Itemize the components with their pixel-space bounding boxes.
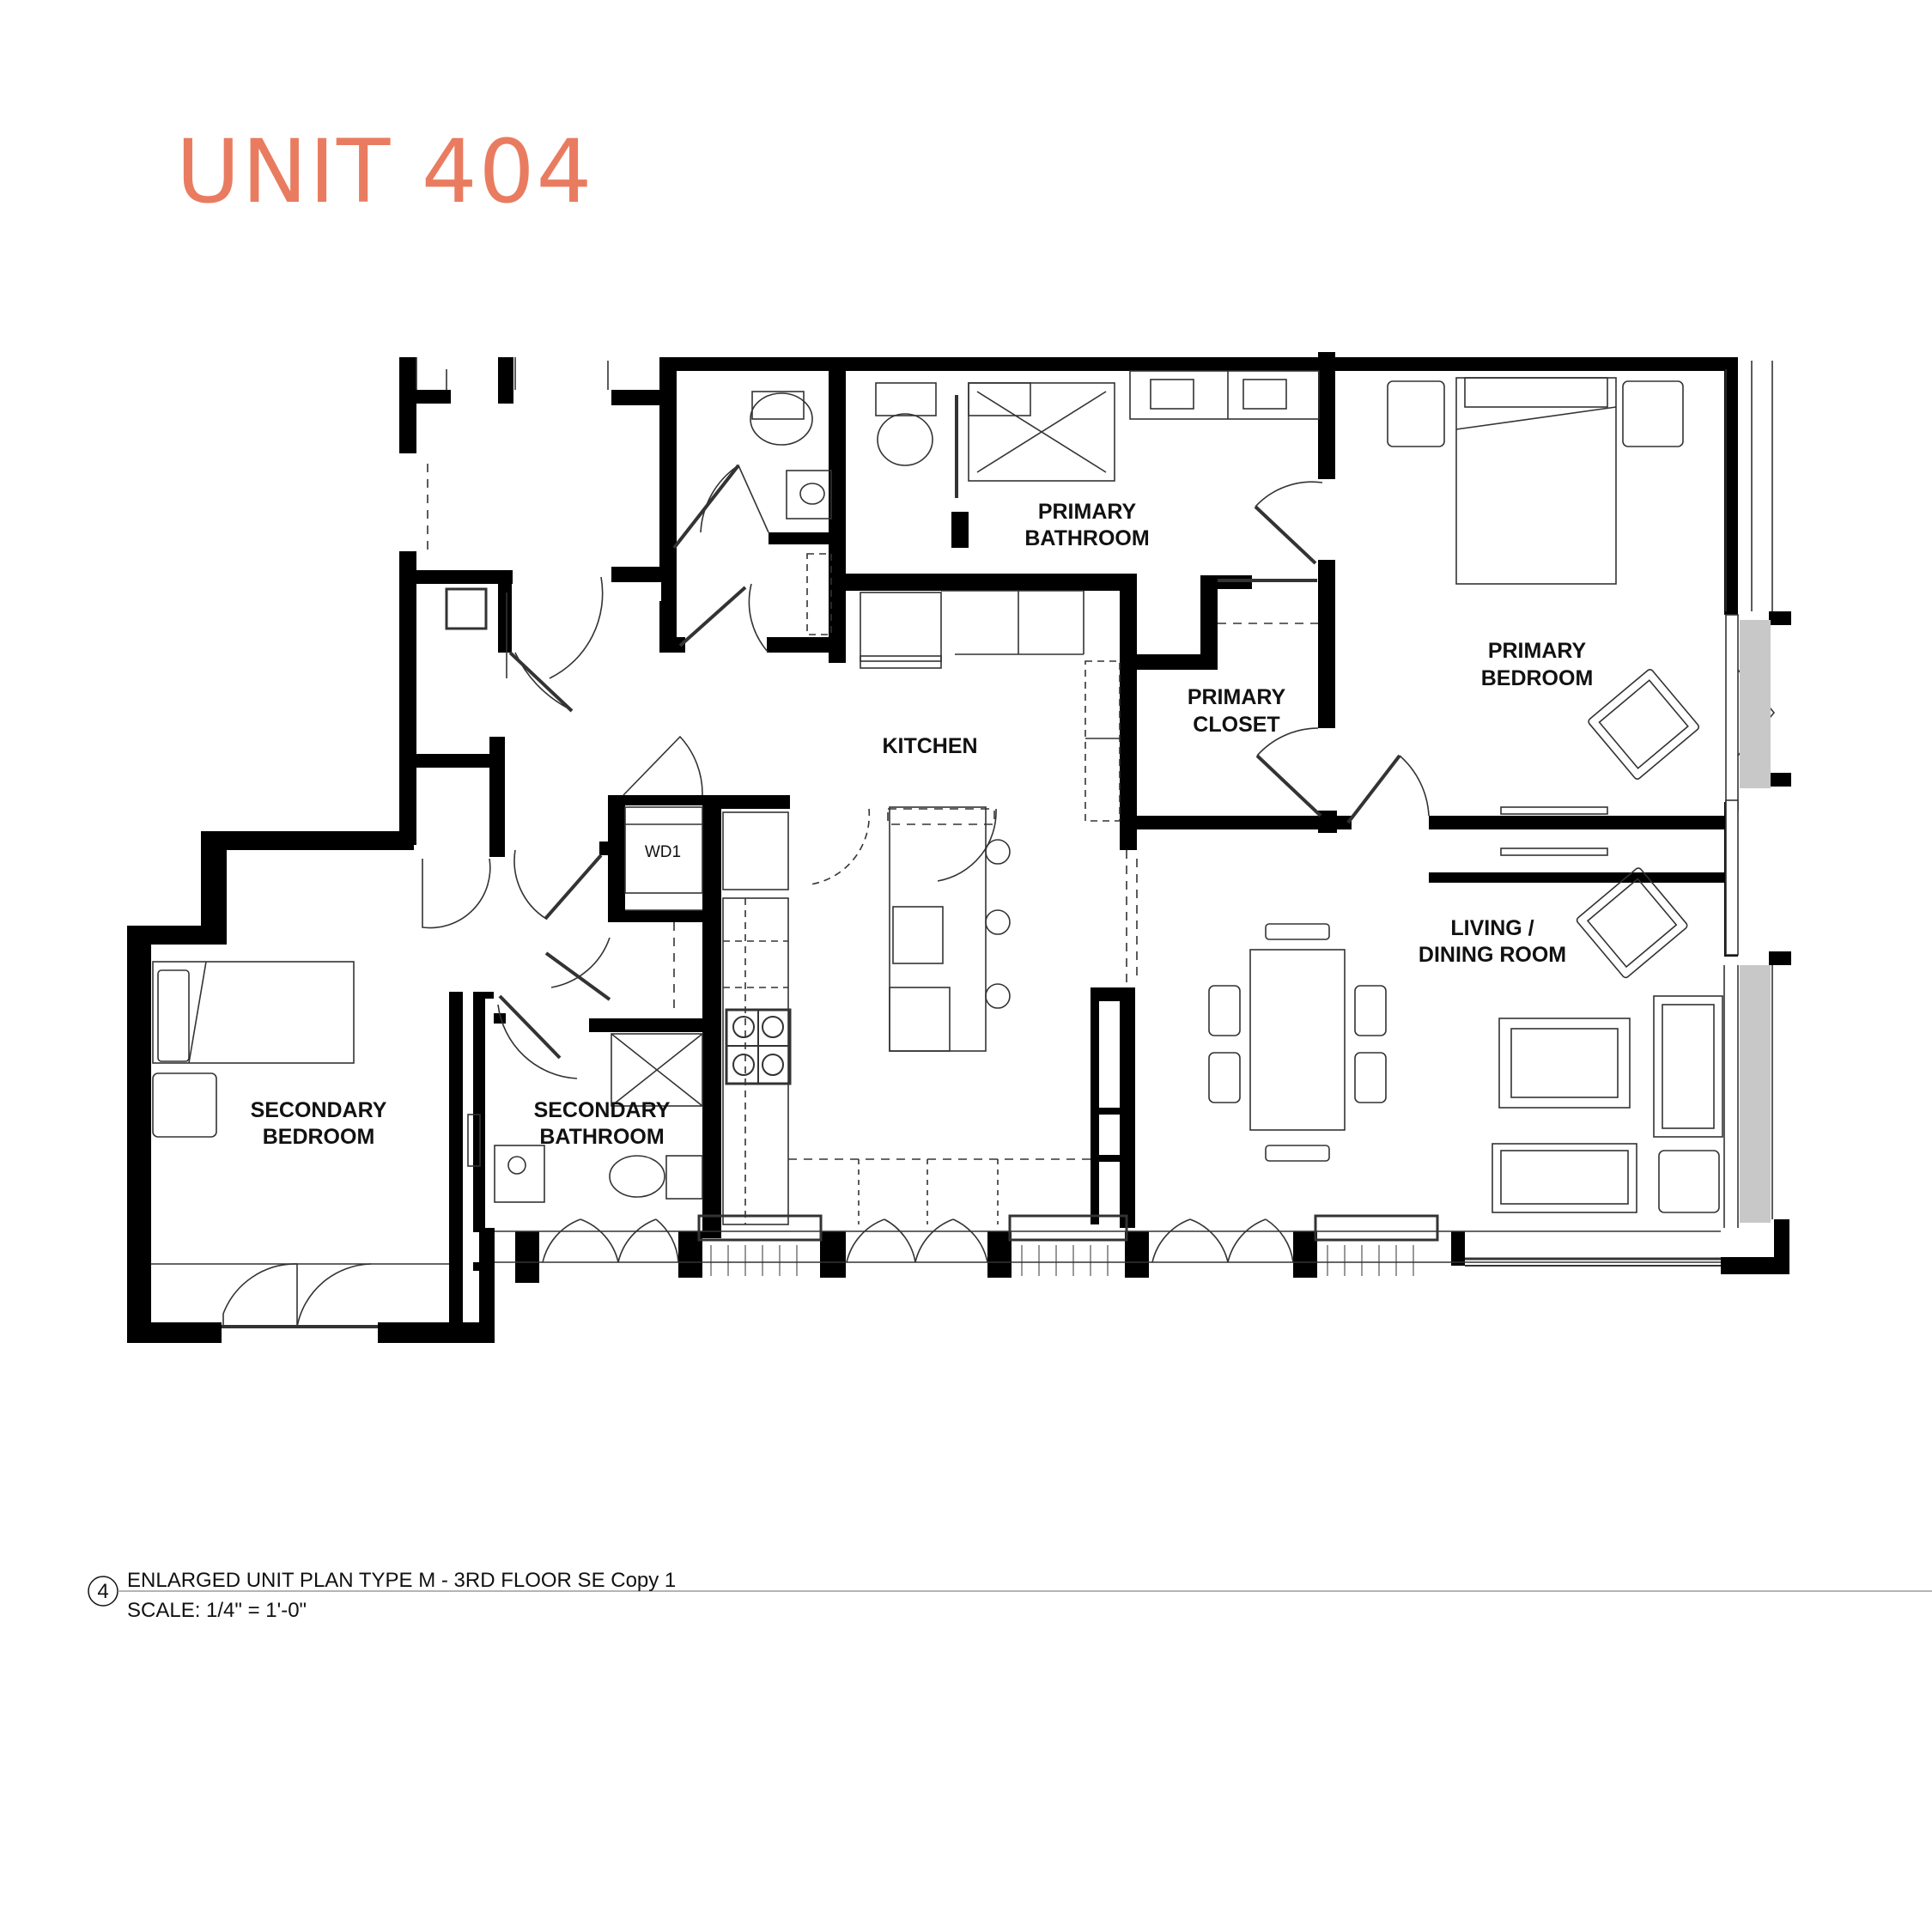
view-number: 4 — [97, 1580, 108, 1603]
label-secondary-bathroom-1: SECONDARY — [534, 1098, 671, 1122]
label-primary-closet-1: PRIMARY — [1188, 685, 1286, 709]
label-secondary-bedroom-2: BEDROOM — [263, 1125, 375, 1149]
label-primary-bathroom-2: BATHROOM — [1024, 526, 1149, 550]
fixtures — [151, 357, 1776, 1328]
label-kitchen: KITCHEN — [882, 734, 977, 758]
plan-caption: 4 ENLARGED UNIT PLAN TYPE M - 3RD FLOOR … — [88, 1569, 1932, 1622]
walls — [127, 352, 1791, 1343]
label-primary-bedroom-2: BEDROOM — [1481, 666, 1594, 690]
room-labels: PRIMARY BATHROOM PRIMARY BEDROOM PRIMARY… — [251, 500, 1594, 1149]
window-shade — [1740, 965, 1771, 1223]
window-shade — [1740, 620, 1771, 788]
caption-title: ENLARGED UNIT PLAN TYPE M - 3RD FLOOR SE… — [127, 1569, 676, 1592]
label-living-dining-2: DINING ROOM — [1419, 943, 1566, 967]
label-primary-bedroom-1: PRIMARY — [1488, 639, 1587, 663]
unit-title: UNIT 404 — [176, 121, 594, 223]
label-washer-dryer: WD1 — [645, 843, 681, 861]
caption-scale: SCALE: 1/4" = 1'-0" — [127, 1599, 307, 1622]
label-primary-closet-2: CLOSET — [1193, 713, 1279, 737]
label-secondary-bedroom-1: SECONDARY — [251, 1098, 387, 1122]
label-primary-bathroom-1: PRIMARY — [1038, 500, 1137, 524]
label-secondary-bathroom-2: BATHROOM — [539, 1125, 664, 1149]
label-living-dining-1: LIVING / — [1450, 916, 1534, 940]
